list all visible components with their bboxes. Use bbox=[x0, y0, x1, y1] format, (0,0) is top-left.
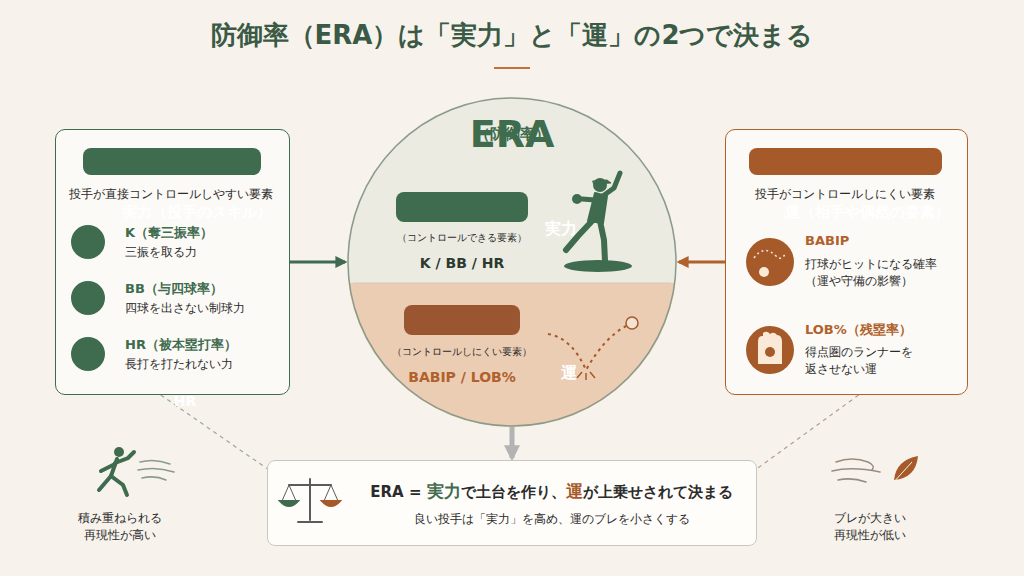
node-subtext: 良い投手は「実力」を高め、運のブレを小さくする bbox=[347, 511, 757, 528]
scale-pan bbox=[322, 501, 340, 506]
pitcher-cap bbox=[593, 180, 611, 184]
runner-arm bbox=[101, 464, 115, 471]
panel-box: 実力（投手のスキル） K BB HR 投手が直接コントロールしやすい要素 bbox=[55, 129, 290, 395]
pitcher-arm bbox=[600, 173, 620, 198]
icon-circle bbox=[746, 238, 794, 286]
babip-icon bbox=[746, 238, 794, 286]
impact-burst bbox=[577, 372, 595, 380]
note-text: ブレが大きい 再現性が低い bbox=[834, 510, 906, 545]
icon-ball bbox=[765, 347, 775, 357]
node-label: 運（相手や偶然の要素） bbox=[748, 203, 988, 222]
metric-badge: HR bbox=[71, 337, 105, 371]
dotted-path bbox=[548, 326, 626, 370]
luck-half bbox=[347, 283, 677, 428]
runner-leg bbox=[99, 476, 111, 490]
item-label: 長打を打たれない力 bbox=[125, 356, 233, 373]
scale-beam bbox=[289, 484, 331, 486]
scale-string bbox=[282, 485, 296, 501]
icon-arc bbox=[754, 250, 786, 258]
dashed-link bbox=[757, 395, 859, 469]
wind-line bbox=[138, 468, 174, 472]
metric-badge: BB bbox=[71, 281, 105, 315]
wind-line bbox=[838, 479, 866, 482]
glove bbox=[572, 194, 582, 204]
summary-fill bbox=[267, 460, 757, 546]
heading-pill: 運（相手や偶然の要素） bbox=[749, 148, 942, 175]
leaf-vein bbox=[892, 462, 912, 484]
icon-ball bbox=[759, 267, 769, 277]
wind-line bbox=[142, 477, 166, 480]
item-label: K / BB / HR bbox=[420, 253, 504, 273]
heading-pill: 実力 bbox=[396, 192, 528, 222]
item-label: 三振を取る力 bbox=[125, 244, 197, 261]
scale-string bbox=[324, 485, 338, 501]
runner-figure bbox=[99, 447, 134, 495]
pitcher-arm bbox=[582, 199, 595, 200]
scale-base bbox=[298, 521, 322, 523]
node-subtext: （防御率） bbox=[347, 125, 677, 144]
item-label: （コントロールしにくい要素） bbox=[392, 345, 532, 360]
panel-fill bbox=[725, 129, 968, 395]
note-text: 打球がヒットになる確率 （運や守備の影響） bbox=[805, 256, 937, 291]
item-label: （コントロールできる要素） bbox=[397, 231, 527, 246]
item-label: HR（被本塁打率） bbox=[125, 336, 237, 355]
item-label: K（奪三振率） bbox=[125, 224, 213, 243]
item-label: BB（与四球率） bbox=[125, 280, 223, 299]
circle-fill bbox=[347, 97, 677, 428]
ball bbox=[626, 317, 638, 329]
runner-arm bbox=[115, 452, 134, 463]
item-label: LOB%（残塁率） bbox=[805, 321, 912, 340]
node-text: 投手が直接コントロールしやすい要素 bbox=[55, 186, 287, 203]
mound bbox=[564, 260, 632, 272]
node-label: 実力（投手のスキル） bbox=[81, 203, 313, 222]
flow-arrow bbox=[290, 261, 345, 264]
skill-half bbox=[347, 97, 677, 283]
divider bbox=[353, 283, 671, 284]
item-label: 四球を出さない制球力 bbox=[125, 300, 245, 317]
panel-box: ERA = 実力で土台を作り、運が上乗せされて決まる良い投手は「実力」を高め、運… bbox=[267, 460, 757, 546]
wind-line bbox=[832, 469, 880, 472]
heading-pill: 実力（投手のスキル） bbox=[83, 148, 261, 175]
lob-icon bbox=[746, 326, 794, 374]
leaf-icon bbox=[892, 456, 918, 484]
wind-line bbox=[140, 460, 170, 464]
item-label: BABIP / LOB% bbox=[408, 367, 516, 387]
circle-outline bbox=[348, 98, 676, 426]
scale-pan bbox=[280, 501, 298, 506]
metric-badge: K bbox=[71, 225, 105, 259]
glove-icon bbox=[758, 332, 782, 364]
note-text: 得点圏のランナーを 返させない運 bbox=[805, 344, 913, 379]
runner-head bbox=[114, 447, 124, 457]
runner-leg bbox=[111, 476, 127, 495]
flow-arrow bbox=[679, 261, 725, 264]
node-label: HR bbox=[69, 393, 301, 409]
flow-arrow bbox=[510, 427, 515, 458]
wind-lines bbox=[832, 459, 880, 482]
panel-fill bbox=[55, 129, 290, 395]
heading-pill: 運 bbox=[404, 305, 520, 335]
item-label: BABIP bbox=[805, 232, 849, 251]
title: 防御率（ERA）は「実力」と「運」の2つで決まる bbox=[0, 18, 1024, 53]
pitcher-leg bbox=[600, 221, 605, 261]
scales-icon bbox=[280, 479, 340, 522]
node-text: 投手がコントロールしにくい要素 bbox=[725, 186, 965, 203]
note-text: 積み重ねられる 再現性が高い bbox=[78, 510, 162, 545]
node-text: ERA = 実力で土台を作り、運が上乗せされて決まる bbox=[347, 480, 757, 503]
icon-circle bbox=[746, 326, 794, 374]
title-underline bbox=[494, 67, 530, 69]
wind-lines bbox=[138, 460, 174, 480]
